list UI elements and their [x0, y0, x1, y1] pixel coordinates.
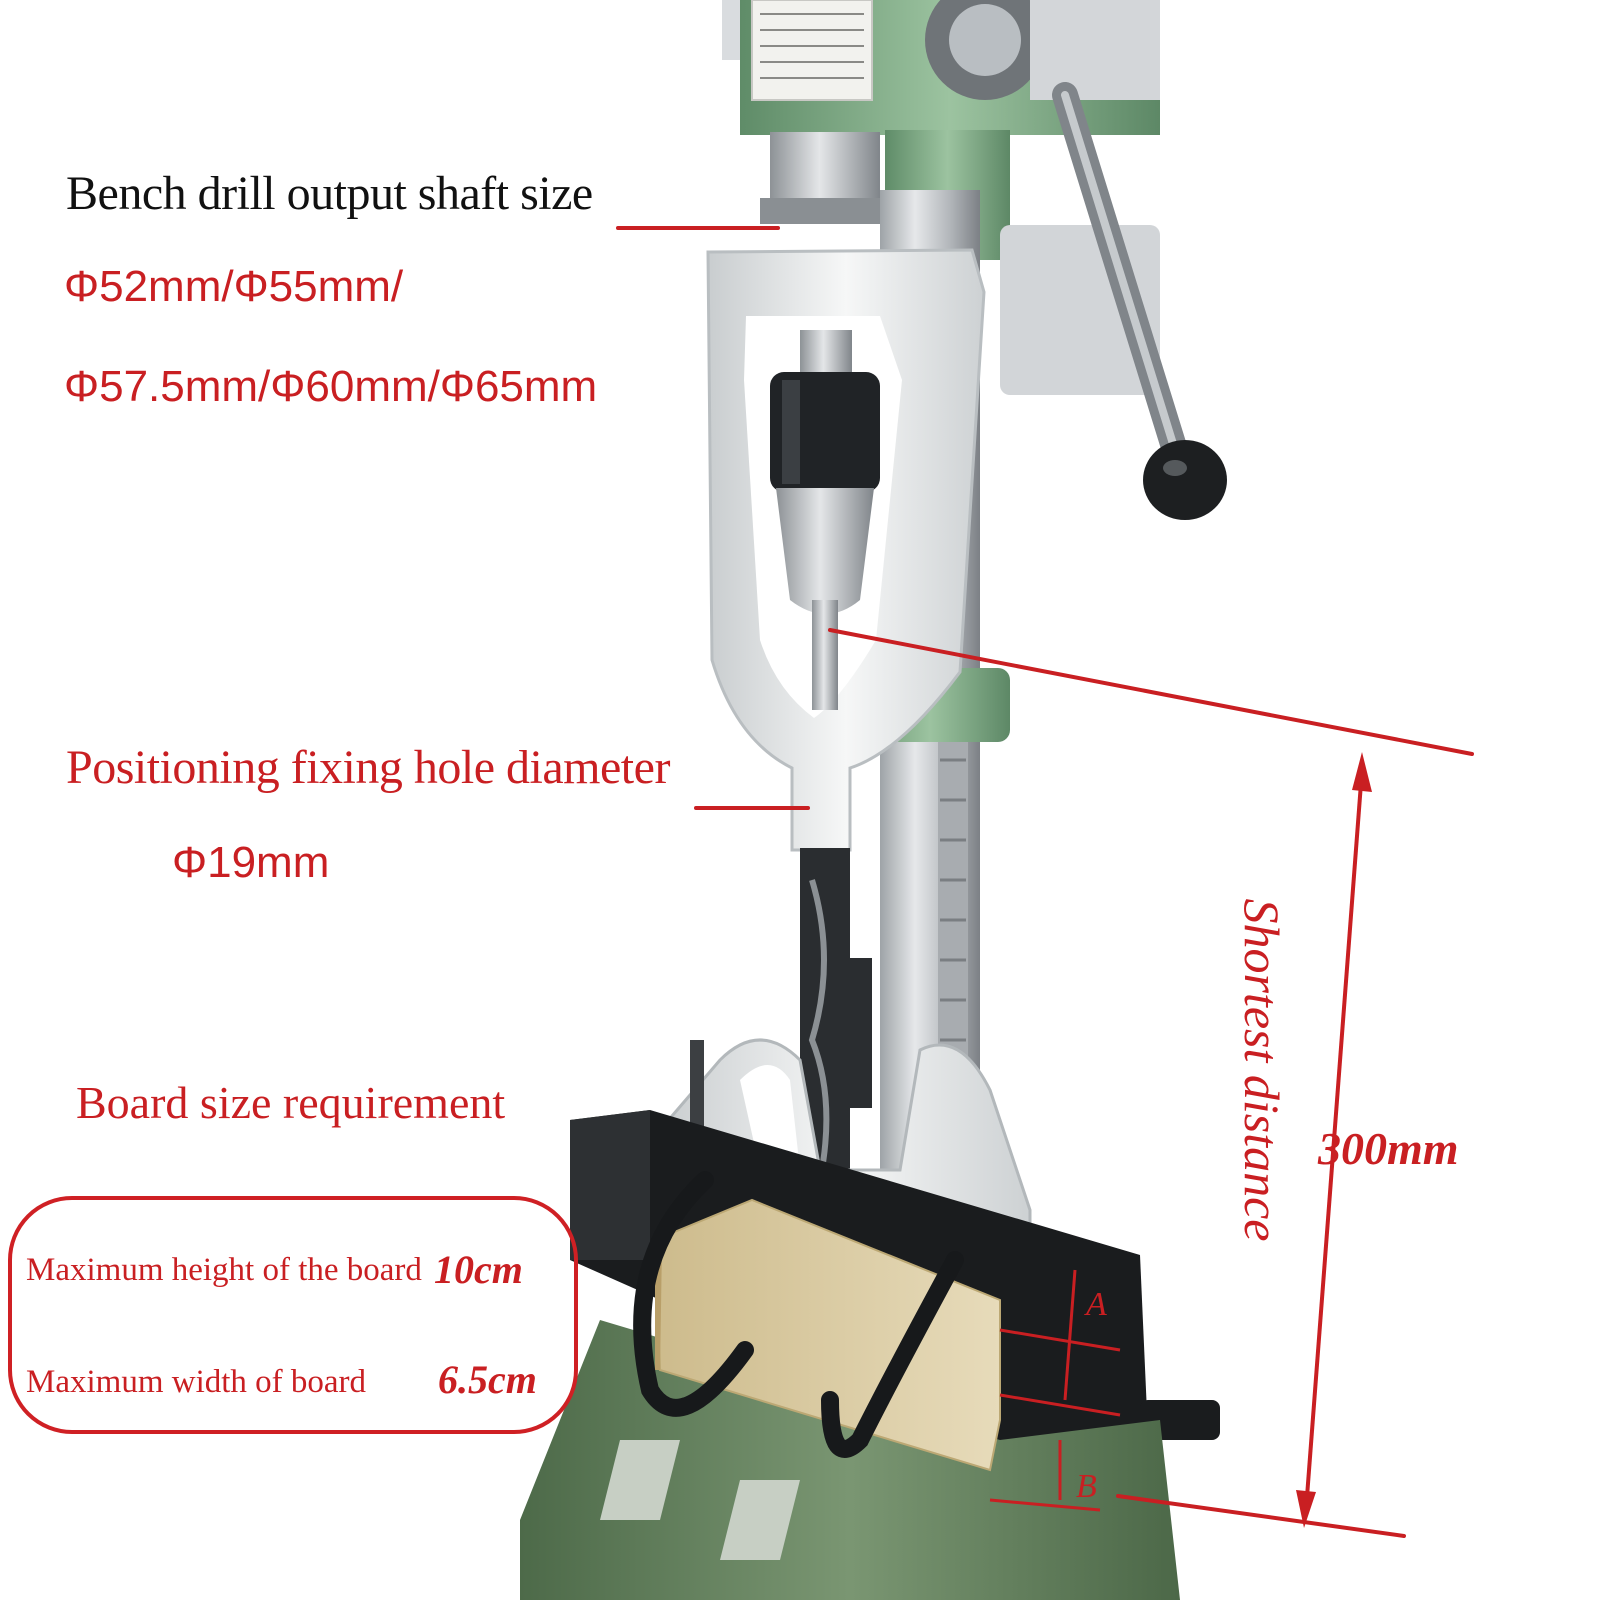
board-size-heading: Board size requirement [76, 1077, 506, 1128]
mortise-chisel [800, 848, 872, 1181]
feed-handle [1052, 82, 1227, 520]
wood-board [653, 1198, 1001, 1472]
board-height-label: Maximum height of the board [26, 1252, 422, 1288]
shortest-distance-value: 300mm [1318, 1123, 1459, 1174]
shaft-size-values-line-1: Φ52mm/Φ55mm/ [64, 262, 404, 311]
shaft-size-values-line-2: Φ57.5mm/Φ60mm/Φ65mm [64, 362, 598, 411]
dimension-mark-a: A [1086, 1286, 1107, 1323]
board-requirements-box [8, 1196, 578, 1434]
drill-chuck [770, 330, 880, 710]
hold-down-clamps [633, 1171, 964, 1458]
board-width-value: 6.5cm [438, 1357, 537, 1402]
board-height-value: 10cm [434, 1247, 523, 1292]
board-dimension-marks [989, 1269, 1121, 1512]
distance-arrow [1296, 752, 1372, 1528]
dimension-mark-b: B [1076, 1468, 1097, 1505]
board-width-label: Maximum width of board [26, 1364, 367, 1400]
leader-lines [616, 226, 1474, 1538]
shaft-size-heading: Bench drill output shaft size [66, 167, 593, 220]
fixing-hole-heading: Positioning fixing hole diameter [66, 741, 670, 794]
drill-base [520, 1320, 1180, 1600]
fixing-hole-value: Φ19mm [172, 838, 330, 887]
shortest-distance-label: Shortest distance [1234, 898, 1290, 1242]
